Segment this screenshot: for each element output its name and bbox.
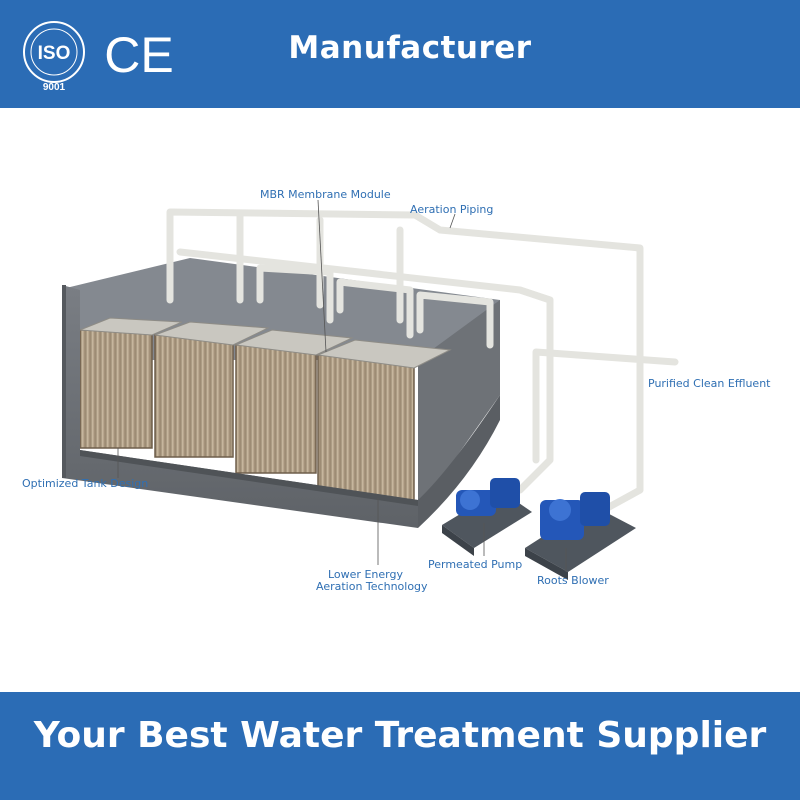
roots-blower-icon [525, 492, 636, 580]
label-aeration-piping: Aeration Piping [410, 203, 494, 216]
label-permeated-pump: Permeated Pump [428, 558, 523, 571]
aeration-piping [166, 208, 679, 516]
header-banner: ISO 9001 CE Manufacturer [0, 0, 800, 108]
svg-text:ISO: ISO [38, 43, 71, 64]
label-purified-clean-effluent: Purified Clean Effluent [648, 377, 771, 390]
svg-text:9001: 9001 [43, 82, 66, 92]
svg-text:CE: CE [104, 27, 173, 82]
label-lower-energy: Lower Energy [328, 568, 403, 581]
label-mbr-membrane-module: MBR Membrane Module [260, 188, 391, 201]
page-title: Manufacturer [288, 30, 532, 66]
membrane-modules [79, 317, 452, 501]
mbr-diagram: MBR Membrane Module Aeration Piping Puri… [0, 108, 800, 692]
label-optimized-tank-design: Optimized Tank Design [22, 477, 149, 490]
footer-banner [0, 692, 800, 800]
footer-tagline: Your Best Water Treatment Supplier [33, 715, 767, 756]
label-aeration-technology: Aeration Technology [316, 580, 428, 593]
label-roots-blower: Roots Blower [537, 574, 609, 587]
iso-9001-badge-icon: ISO 9001 [23, 21, 85, 92]
permeated-pump-icon [442, 478, 532, 556]
mbr-system-illustration [62, 199, 679, 580]
tank-front-wall [62, 285, 418, 528]
ce-mark-icon: CE [104, 27, 173, 82]
